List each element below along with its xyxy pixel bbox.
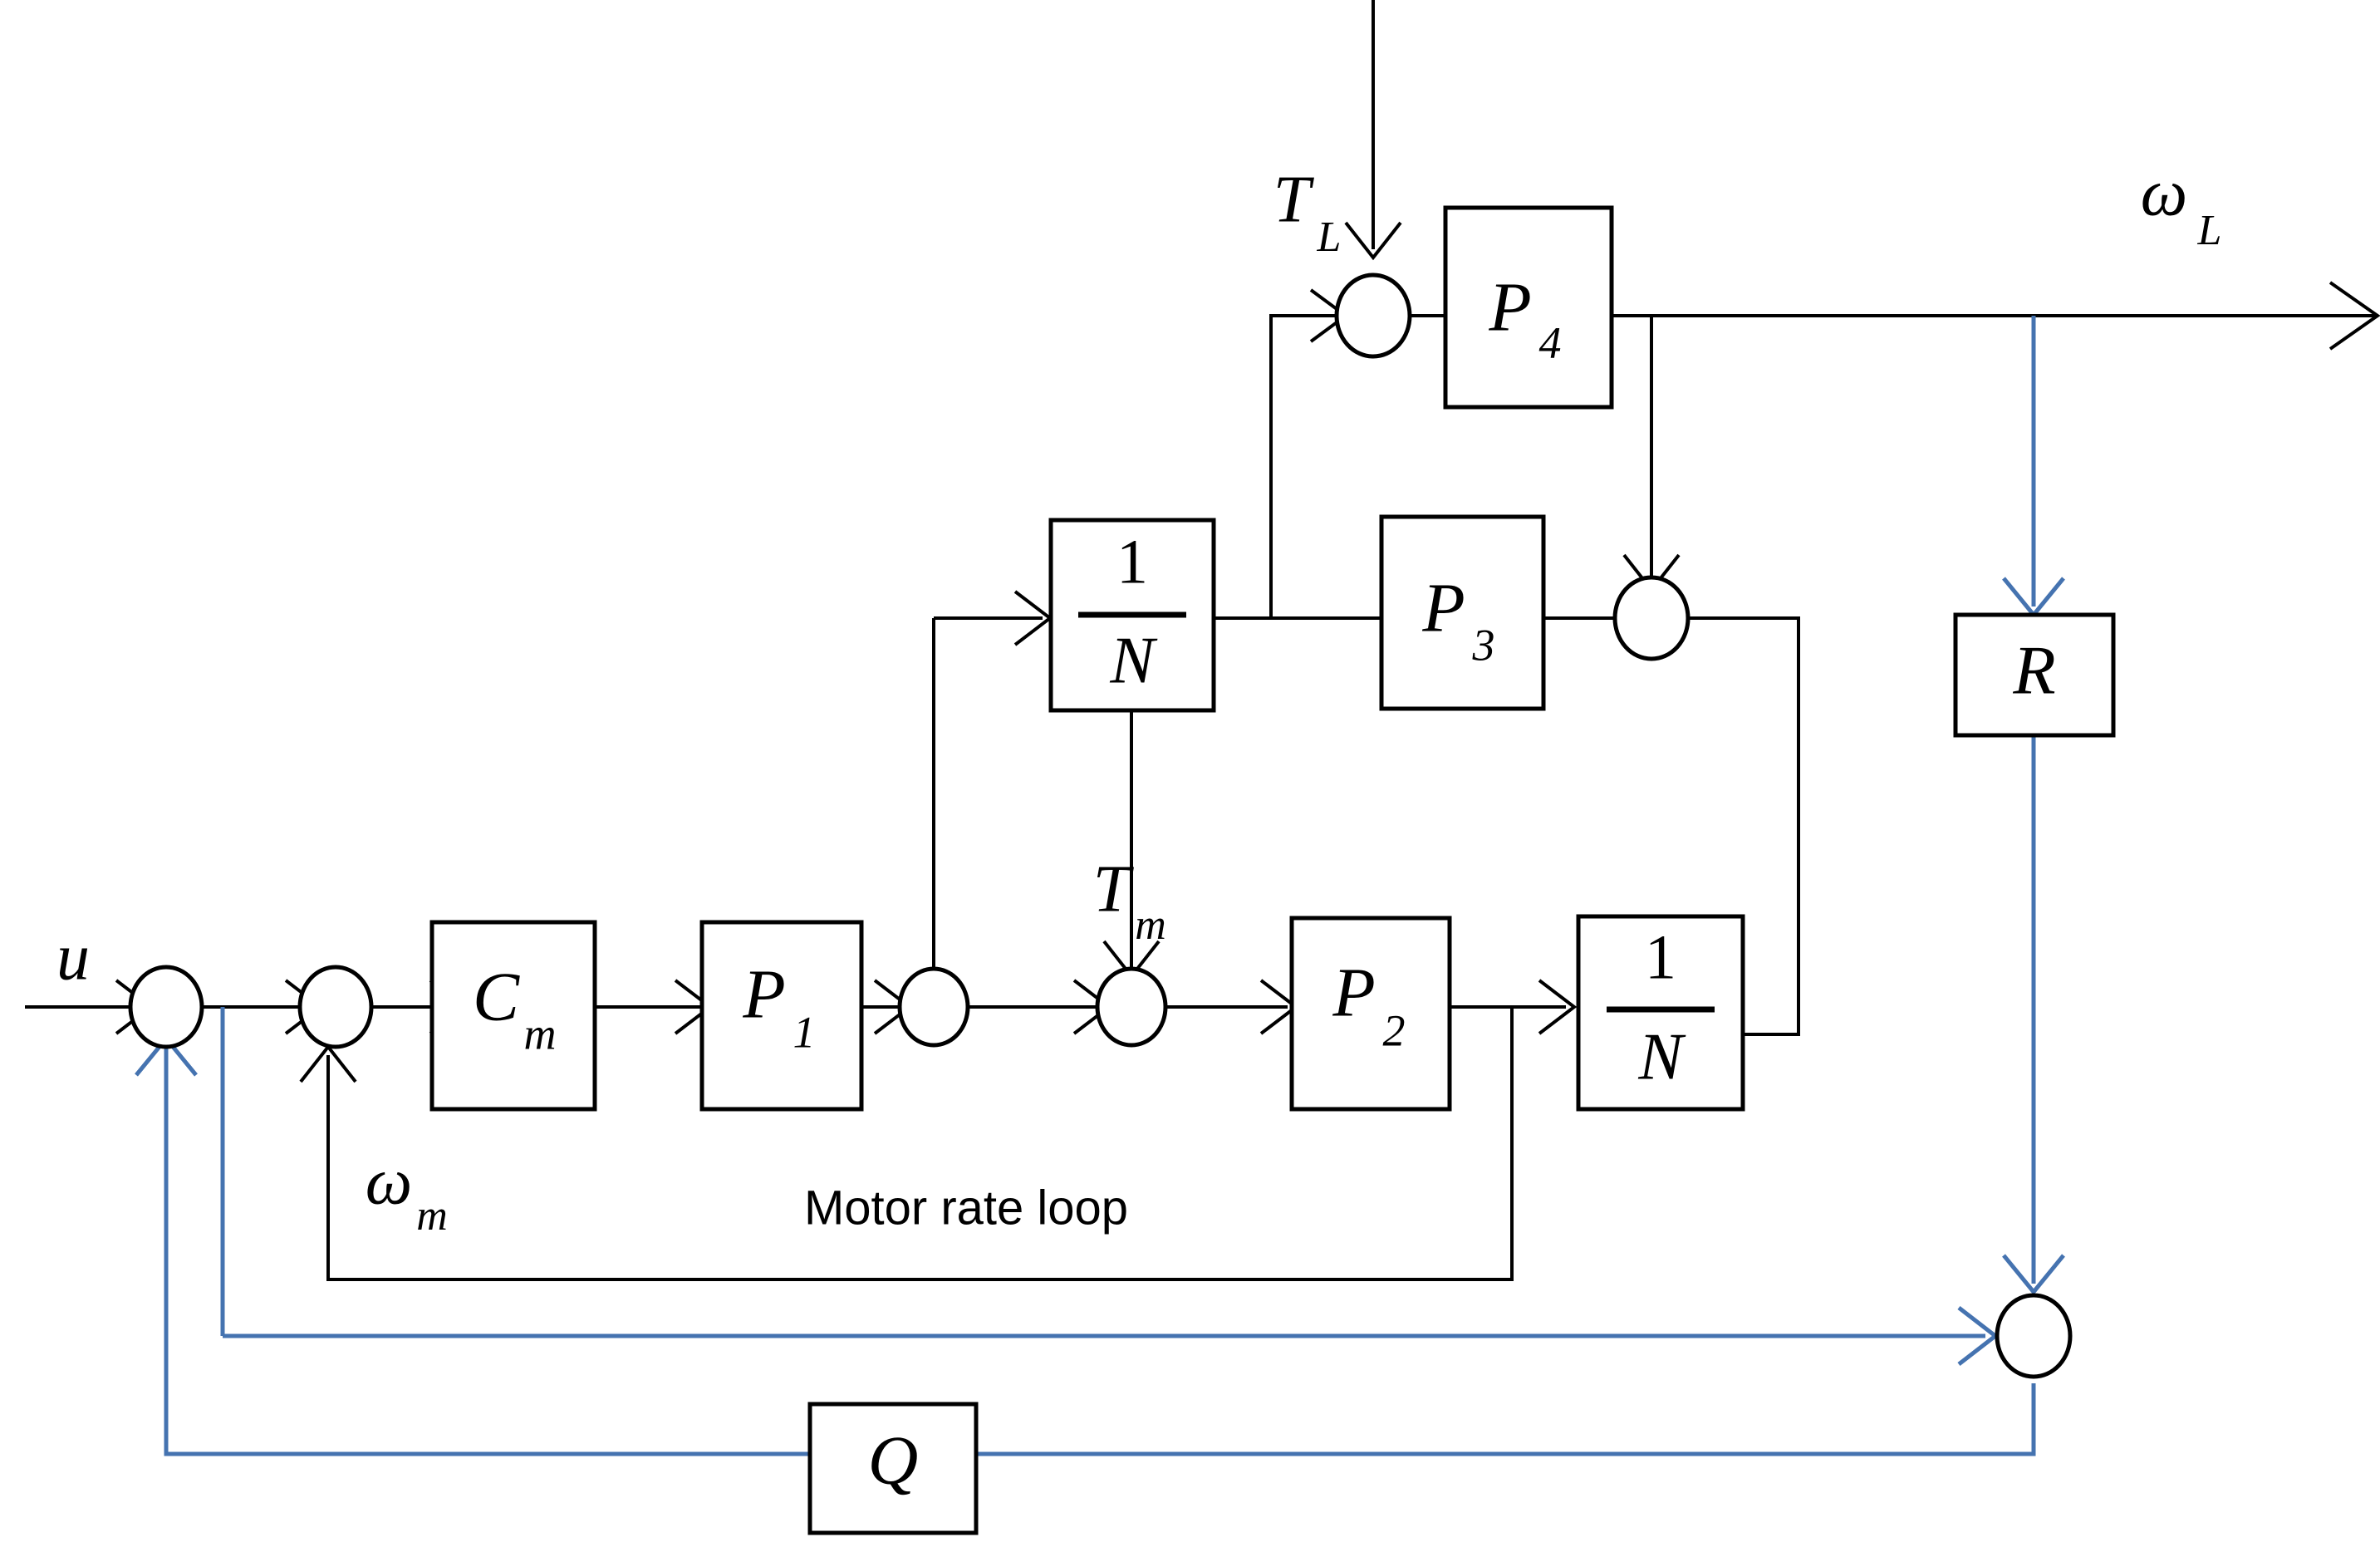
signal-wL-text: ω bbox=[2141, 156, 2187, 229]
block-N-lower-rect[interactable] bbox=[1576, 914, 1745, 1112]
wire-blue-sumright-to-Q bbox=[856, 1383, 2036, 1456]
summing-junction-P1-circle[interactable] bbox=[897, 966, 970, 1048]
block-P1[interactable]: P 1 bbox=[699, 920, 864, 1112]
block-P3[interactable]: P 3 bbox=[1379, 514, 1546, 711]
block-Cm[interactable]: C m bbox=[429, 920, 597, 1112]
summing-junction-right[interactable] bbox=[1995, 1293, 2073, 1379]
wire-Nupper-to-sumTL bbox=[1214, 314, 1337, 620]
block-N-lower[interactable]: 1 N bbox=[1576, 914, 1745, 1112]
signal-wL-subscript: L bbox=[2197, 207, 2222, 254]
signal-label-u: u bbox=[56, 921, 90, 994]
summing-junction-Tm[interactable] bbox=[1095, 966, 1168, 1048]
block-Cm-label: C bbox=[473, 958, 520, 1035]
signal-wm-text: ω bbox=[366, 1145, 412, 1218]
signal-label-TL: T L bbox=[1273, 163, 1342, 261]
block-P3-rect[interactable] bbox=[1379, 514, 1546, 711]
block-P2-subscript: 2 bbox=[1383, 1005, 1406, 1055]
block-N-lower-denominator: N bbox=[1637, 1020, 1686, 1093]
block-P3-label: P bbox=[1421, 569, 1465, 646]
block-Q-label: Q bbox=[868, 1422, 919, 1499]
signal-wm-subscript: m bbox=[416, 1192, 448, 1240]
summing-junction-wm[interactable] bbox=[297, 965, 374, 1049]
arrow-TL-into-sum bbox=[1344, 221, 1402, 261]
summing-junction-TL-circle[interactable] bbox=[1334, 273, 1412, 359]
summing-junction-Tm-circle[interactable] bbox=[1095, 966, 1168, 1048]
block-P2-rect[interactable] bbox=[1289, 916, 1452, 1112]
block-Cm-rect[interactable] bbox=[429, 920, 597, 1112]
summing-junction-P1[interactable] bbox=[897, 966, 970, 1048]
arrow-blue-into-sumright-top bbox=[2002, 1254, 2065, 1295]
signal-Tm-subscript: m bbox=[1135, 901, 1166, 949]
block-P2-label: P bbox=[1332, 954, 1375, 1031]
annotation-motor-rate-loop: Motor rate loop bbox=[804, 1181, 1128, 1235]
block-N-lower-numerator: 1 bbox=[1645, 922, 1676, 992]
block-P1-label: P bbox=[742, 955, 785, 1033]
block-P4-subscript: 4 bbox=[1539, 317, 1562, 367]
block-P1-rect[interactable] bbox=[699, 920, 864, 1112]
signal-label-Tm: T m bbox=[1093, 852, 1166, 949]
signal-Tm-text: T bbox=[1093, 852, 1135, 926]
block-P4[interactable]: P 4 bbox=[1443, 205, 1614, 410]
signal-TL-text: T bbox=[1273, 163, 1315, 236]
summing-junction-right-circle[interactable] bbox=[1995, 1293, 2073, 1379]
block-P4-rect[interactable] bbox=[1443, 205, 1614, 410]
block-N-upper-denominator: N bbox=[1109, 624, 1158, 697]
block-R-label: R bbox=[2012, 631, 2055, 709]
block-R-rect[interactable] bbox=[1953, 612, 2116, 738]
block-Q[interactable]: Q bbox=[807, 1402, 979, 1535]
wire-blue-Q-to-sumu bbox=[164, 1047, 810, 1456]
summing-junction-P3[interactable] bbox=[1612, 575, 1691, 661]
block-P1-subscript: 1 bbox=[793, 1007, 816, 1057]
block-Cm-subscript: m bbox=[524, 1009, 557, 1058]
block-Q-rect[interactable] bbox=[807, 1402, 979, 1535]
summing-junction-u-circle[interactable] bbox=[128, 965, 204, 1049]
block-P3-subscript: 3 bbox=[1472, 620, 1495, 670]
summing-junction-TL[interactable] bbox=[1334, 273, 1412, 359]
wire-motor-rate-loop bbox=[326, 1007, 1514, 1281]
signal-TL-subscript: L bbox=[1317, 214, 1342, 261]
summing-junction-wm-circle[interactable] bbox=[297, 965, 374, 1049]
block-N-upper-numerator: 1 bbox=[1116, 527, 1148, 597]
arrow-omegaL-output bbox=[2328, 281, 2380, 351]
arrow-into-Nlower bbox=[1538, 979, 1578, 1035]
signal-label-wm: ω m bbox=[366, 1145, 448, 1240]
block-R[interactable]: R bbox=[1953, 612, 2116, 738]
signal-label-wL: ω L bbox=[2141, 156, 2222, 254]
summing-junction-u[interactable] bbox=[128, 965, 204, 1049]
block-P4-label: P bbox=[1488, 268, 1531, 346]
summing-junction-P3-circle[interactable] bbox=[1612, 575, 1691, 661]
wire-Nlower-to-sump3 bbox=[1688, 616, 1800, 1036]
signal-u-text: u bbox=[56, 921, 90, 994]
block-N-upper[interactable]: 1 N bbox=[1048, 518, 1216, 713]
block-P2[interactable]: P 2 bbox=[1289, 916, 1452, 1112]
